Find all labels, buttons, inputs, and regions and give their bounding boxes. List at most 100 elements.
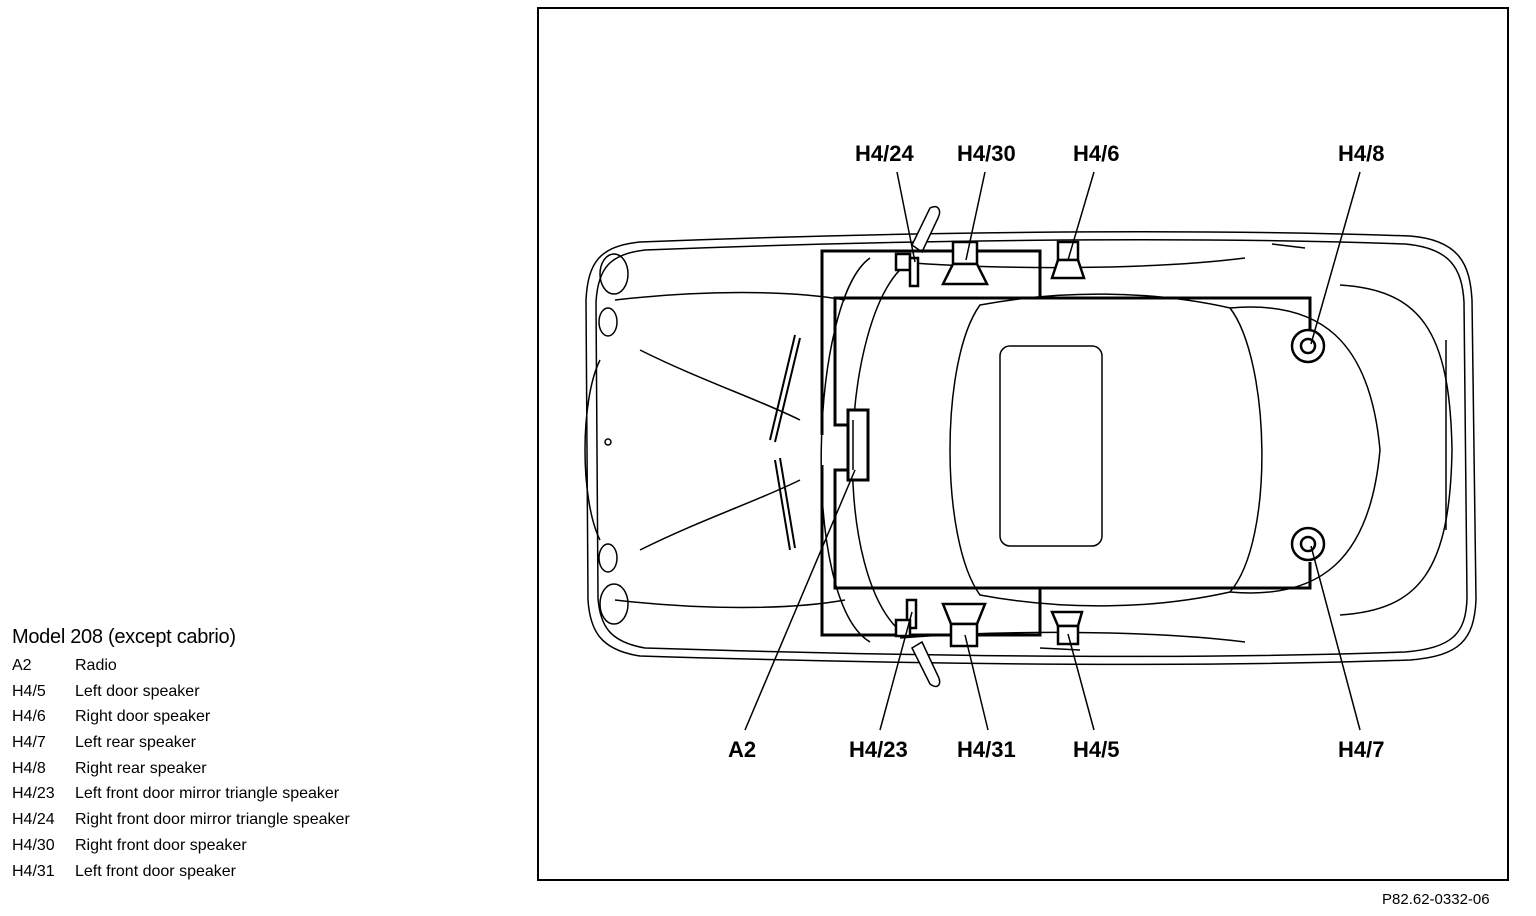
hood-line-top bbox=[614, 291, 846, 301]
legend-code: H4/24 bbox=[12, 811, 55, 829]
speaker-h4-6-magnet bbox=[1056, 240, 1080, 262]
headlight-left-inner bbox=[598, 543, 618, 573]
cabin-roof bbox=[949, 293, 1263, 607]
mirrors bbox=[911, 206, 941, 688]
legend-row: H4/6 Right door speaker bbox=[12, 704, 350, 730]
headlight-right-inner bbox=[598, 307, 618, 337]
speaker-h4-30-magnet bbox=[951, 240, 979, 266]
legend-row: H4/31 Left front door speaker bbox=[12, 859, 350, 885]
door-handle-right bbox=[1271, 243, 1306, 249]
legend-code: H4/7 bbox=[12, 734, 46, 752]
harness-left-front bbox=[820, 465, 1042, 637]
leader-h4-30 bbox=[965, 171, 986, 261]
harness-right-front bbox=[820, 249, 1042, 435]
mirror-right bbox=[911, 206, 941, 254]
headlights bbox=[598, 253, 629, 625]
speaker-h4-5 bbox=[1050, 610, 1084, 646]
front-fascia bbox=[584, 359, 601, 541]
harness-outer-loop bbox=[833, 296, 1312, 427]
legend-code: H4/30 bbox=[12, 836, 55, 854]
speaker-h4-30 bbox=[940, 240, 990, 286]
legend: Model 208 (except cabrio) A2 Radio H4/5 … bbox=[12, 626, 350, 884]
leader-h4-5 bbox=[1067, 633, 1095, 731]
hood-line-bottom bbox=[614, 599, 846, 609]
headlight-right-outer bbox=[599, 253, 629, 295]
legend-code: H4/23 bbox=[12, 785, 55, 803]
hood-ornament bbox=[604, 438, 612, 446]
radio-unit bbox=[846, 408, 870, 482]
car-outline-inner bbox=[595, 238, 1468, 658]
rear-window bbox=[1229, 306, 1381, 594]
legend-row: H4/30 Right front door speaker bbox=[12, 833, 350, 859]
speaker-h4-6 bbox=[1050, 240, 1086, 280]
legend-label: Radio bbox=[75, 657, 117, 674]
speaker-h4-6-cone bbox=[1050, 258, 1086, 280]
wiper-right bbox=[769, 334, 801, 443]
radio-a2 bbox=[846, 408, 870, 482]
sunroof bbox=[999, 345, 1103, 547]
callout-a2: A2 bbox=[728, 737, 756, 762]
callout-h4-7: H4/7 bbox=[1338, 737, 1384, 762]
diagram-frame bbox=[537, 7, 1509, 881]
legend-code: H4/8 bbox=[12, 759, 46, 777]
callout-h4-23: H4/23 bbox=[849, 737, 908, 762]
figure-reference: P82.62-0332-06 bbox=[1382, 891, 1490, 908]
leader-h4-6 bbox=[1067, 171, 1095, 261]
legend-row: A2 Radio bbox=[12, 653, 350, 679]
callout-h4-8: H4/8 bbox=[1338, 141, 1384, 166]
hood-center bbox=[639, 349, 801, 551]
speaker-h4-23 bbox=[894, 598, 918, 638]
speaker-h4-24 bbox=[894, 252, 920, 288]
callout-h4-24: H4/24 bbox=[855, 141, 914, 166]
wiper-left bbox=[774, 457, 796, 551]
headlight-left-outer bbox=[599, 583, 629, 625]
speaker-h4-8 bbox=[1290, 328, 1326, 364]
legend-label: Right door speaker bbox=[75, 708, 211, 726]
wiring-harness bbox=[820, 249, 1312, 637]
speaker-h4-24-body bbox=[894, 252, 912, 272]
windshield bbox=[820, 257, 871, 643]
legend-label: Left rear speaker bbox=[75, 734, 196, 752]
legend-row: H4/7 Left rear speaker bbox=[12, 730, 350, 756]
leader-h4-8 bbox=[1310, 171, 1361, 345]
speaker-h4-31-magnet bbox=[949, 622, 979, 648]
legend-label: Left front door mirror triangle speaker bbox=[75, 785, 340, 803]
legend-label: Right front door speaker bbox=[75, 836, 247, 854]
leader-lines bbox=[744, 171, 1361, 731]
legend-label: Left front door speaker bbox=[75, 862, 236, 880]
callout-h4-31: H4/31 bbox=[957, 737, 1016, 762]
leader-h4-31 bbox=[964, 634, 989, 731]
mirror-left bbox=[911, 640, 941, 688]
leader-h4-23 bbox=[879, 611, 913, 731]
legend-code: H4/5 bbox=[12, 682, 46, 700]
legend-code: A2 bbox=[12, 657, 32, 674]
wipers bbox=[769, 334, 801, 551]
speaker-h4-7-inner bbox=[1299, 535, 1317, 553]
legend-row: H4/23 Left front door mirror triangle sp… bbox=[12, 781, 350, 807]
legend-row: H4/24 Right front door mirror triangle s… bbox=[12, 807, 350, 833]
car-outline-outer bbox=[585, 230, 1477, 666]
callout-h4-5: H4/5 bbox=[1073, 737, 1119, 762]
speaker-h4-5-cone bbox=[1050, 610, 1084, 628]
legend-title: Model 208 (except cabrio) bbox=[12, 626, 236, 648]
callout-h4-30: H4/30 bbox=[957, 141, 1016, 166]
speaker-h4-30-cone bbox=[940, 262, 990, 286]
legend-code: H4/6 bbox=[12, 708, 46, 726]
legend-label: Right rear speaker bbox=[75, 759, 207, 777]
leader-h4-7 bbox=[1310, 545, 1361, 731]
harness-rear-left bbox=[833, 468, 1312, 590]
speaker-h4-7 bbox=[1290, 526, 1326, 562]
callout-h4-6: H4/6 bbox=[1073, 141, 1119, 166]
legend-code: H4/31 bbox=[12, 862, 55, 880]
door-handle-left bbox=[1039, 647, 1081, 651]
trunk-line bbox=[1339, 284, 1453, 616]
speaker-h4-31-cone bbox=[941, 602, 987, 626]
legend-label: Left door speaker bbox=[75, 682, 200, 700]
leader-h4-24 bbox=[896, 171, 916, 263]
legend-label: Right front door mirror triangle speaker bbox=[75, 811, 350, 829]
speakers bbox=[894, 240, 1326, 648]
speaker-h4-24-tweeter bbox=[908, 256, 920, 288]
leader-a2 bbox=[744, 469, 856, 731]
speaker-h4-31 bbox=[941, 602, 987, 648]
